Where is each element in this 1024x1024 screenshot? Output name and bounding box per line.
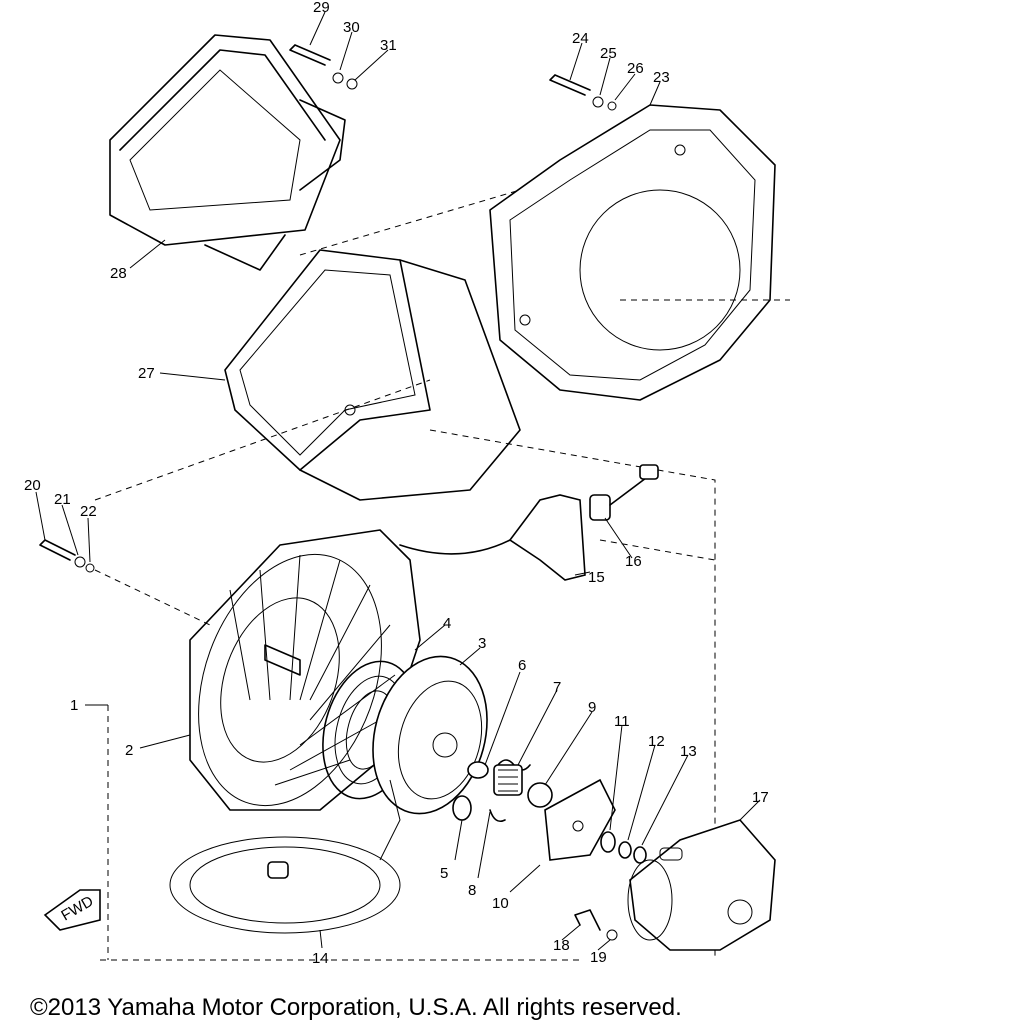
exploded-parts-diagram: FWD 1 2 3 xyxy=(24,0,790,967)
callout-numbers: 1 2 3 4 5 6 7 8 9 10 11 12 13 14 15 16 1… xyxy=(24,0,769,967)
part-14-starter-rope xyxy=(169,779,401,934)
callout-11: 11 xyxy=(614,713,630,730)
part-28-air-shroud xyxy=(109,34,346,271)
fwd-arrow-icon: FWD xyxy=(43,889,101,931)
callout-6: 6 xyxy=(518,657,526,674)
callout-30: 30 xyxy=(343,19,360,36)
bolts-and-washers xyxy=(39,44,618,941)
callout-17: 17 xyxy=(752,789,769,806)
callout-21: 21 xyxy=(54,491,71,508)
parts-5-to-9-small-hardware xyxy=(452,759,553,823)
callout-4: 4 xyxy=(443,615,451,632)
callout-1: 1 xyxy=(70,697,78,714)
callout-3: 3 xyxy=(478,635,486,652)
callout-2: 2 xyxy=(125,742,133,759)
callout-8: 8 xyxy=(468,882,476,899)
callout-13: 13 xyxy=(680,743,697,760)
callout-14: 14 xyxy=(312,950,329,967)
callout-10: 10 xyxy=(492,895,509,912)
assembly-guide-lines xyxy=(94,189,790,961)
copyright-notice: ©2013 Yamaha Motor Corporation, U.S.A. A… xyxy=(30,994,682,1021)
part-27-air-shroud xyxy=(224,249,521,501)
callout-12: 12 xyxy=(648,733,665,750)
callout-27: 27 xyxy=(138,365,155,382)
part-3-rope-reel xyxy=(372,655,488,815)
callout-26: 26 xyxy=(627,60,644,77)
parts-15-16-handle-cable xyxy=(399,464,659,581)
callout-19: 19 xyxy=(590,949,607,966)
callout-31: 31 xyxy=(380,37,397,54)
part-23-fan-cover xyxy=(489,104,776,401)
part-10-friction-plate xyxy=(544,778,616,861)
parts-11-to-13-washers-nut xyxy=(600,831,647,864)
callout-25: 25 xyxy=(600,45,617,62)
callout-7: 7 xyxy=(553,679,561,696)
callout-22: 22 xyxy=(80,503,97,520)
callout-24: 24 xyxy=(572,30,589,47)
leader-lines xyxy=(35,11,761,951)
callout-15: 15 xyxy=(588,569,605,586)
part-17-starter-pulley xyxy=(627,819,776,951)
callout-9: 9 xyxy=(588,699,596,716)
callout-23: 23 xyxy=(653,69,670,86)
callout-29: 29 xyxy=(313,0,330,16)
callout-20: 20 xyxy=(24,477,41,494)
callout-16: 16 xyxy=(625,553,642,570)
callout-5: 5 xyxy=(440,865,448,882)
callout-18: 18 xyxy=(553,937,570,954)
callout-28: 28 xyxy=(110,265,127,282)
